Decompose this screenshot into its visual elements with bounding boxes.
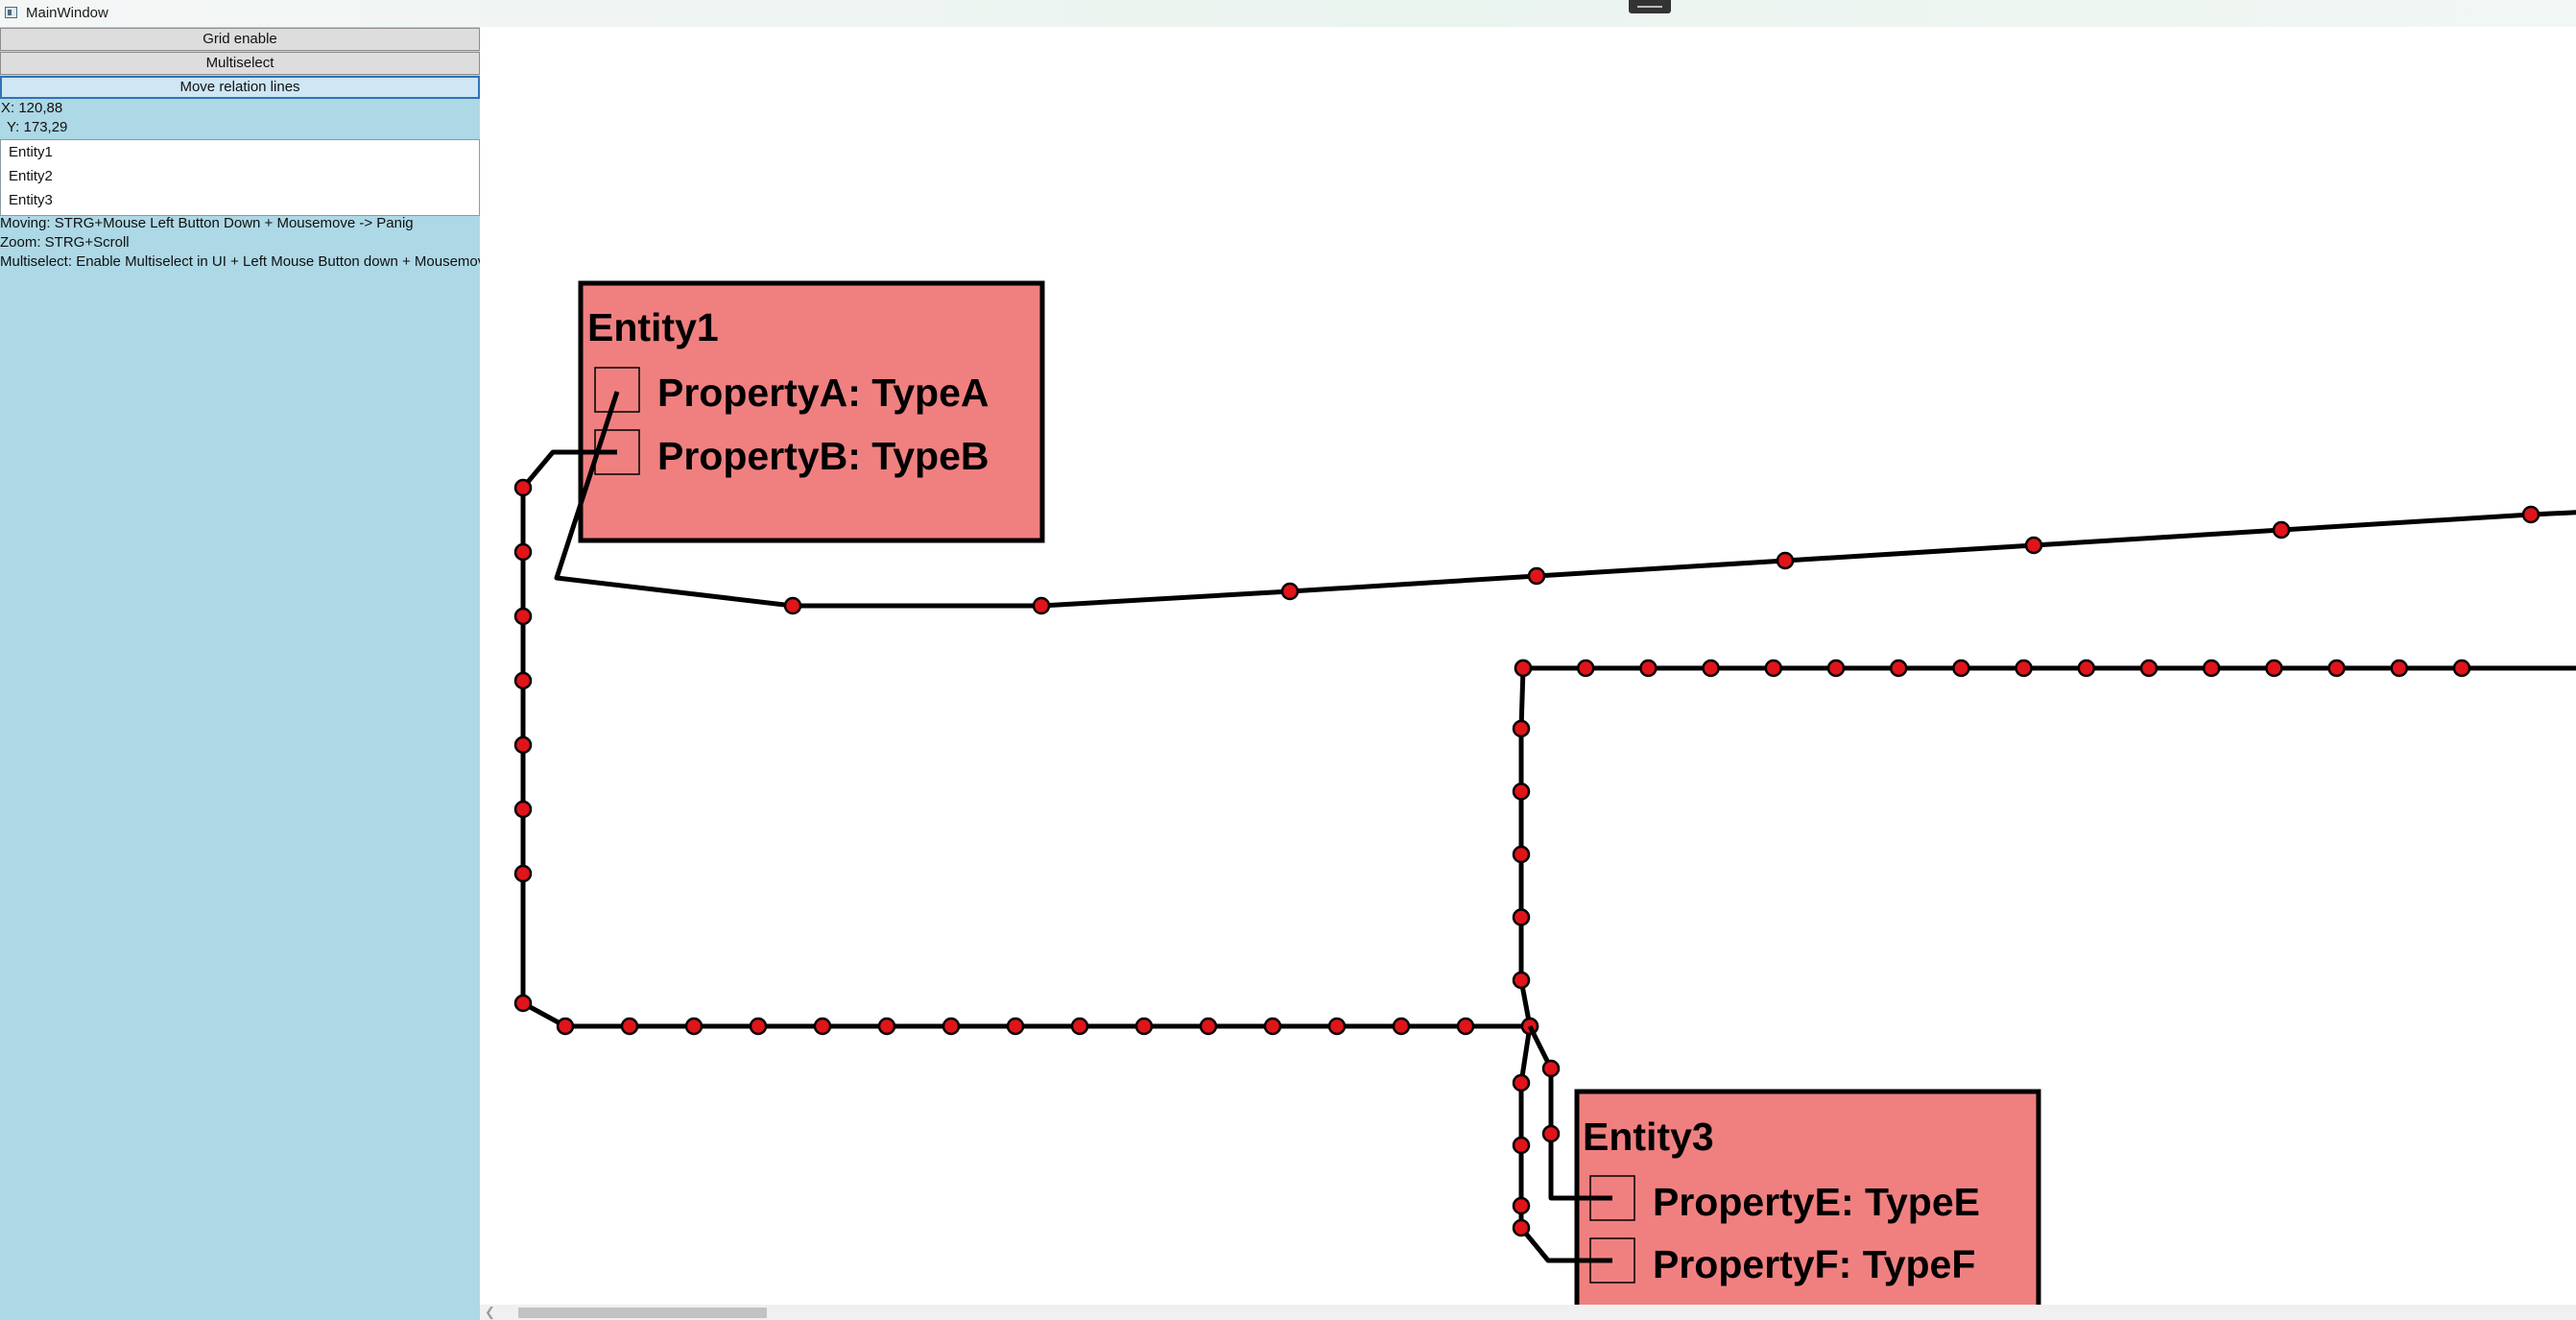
property-label: PropertyA: TypeA: [657, 371, 990, 415]
relation-handle[interactable]: [1032, 596, 1051, 615]
relation-handle[interactable]: [2265, 659, 2283, 678]
relation-handle[interactable]: [1392, 1017, 1411, 1036]
move-relation-lines-button[interactable]: Move relation lines: [0, 76, 480, 99]
relation-handle[interactable]: [1006, 1017, 1025, 1036]
relation-handle[interactable]: [1952, 659, 1970, 678]
property-label: PropertyF: TypeF: [1653, 1242, 1975, 1286]
app-icon: [5, 7, 17, 18]
relation-handle[interactable]: [1541, 1124, 1561, 1143]
scroll-thumb[interactable]: [518, 1308, 767, 1318]
help-zoom: Zoom: STRG+Scroll: [0, 234, 130, 251]
relation-handle[interactable]: [749, 1017, 768, 1036]
property-checkbox[interactable]: [594, 367, 640, 413]
relation-handle[interactable]: [1512, 971, 1531, 990]
relation-handle[interactable]: [1514, 659, 1533, 678]
relation-handle[interactable]: [942, 1017, 961, 1036]
relation-handle[interactable]: [1576, 659, 1595, 678]
relation-handle[interactable]: [1280, 582, 1300, 601]
relation-handle[interactable]: [1456, 1017, 1475, 1036]
property-label: PropertyB: TypeB: [657, 434, 990, 478]
multiselect-button[interactable]: Multiselect: [0, 52, 480, 75]
relation-handle[interactable]: [1070, 1017, 1089, 1036]
relation-handle[interactable]: [2077, 659, 2096, 678]
relation-handle[interactable]: [513, 800, 533, 819]
x-coordinate: X: 120,88: [1, 100, 63, 116]
relation-handle[interactable]: [1512, 908, 1531, 926]
relation-handle[interactable]: [2452, 659, 2471, 678]
help-moving: Moving: STRG+Mouse Left Button Down + Mo…: [0, 215, 414, 231]
relation-handle[interactable]: [2015, 659, 2033, 678]
relation-handle[interactable]: [2521, 505, 2540, 524]
relation-handle[interactable]: [2272, 520, 2291, 540]
entity-title: Entity1: [587, 305, 719, 349]
diagram-canvas[interactable]: Entity1 PropertyA: TypeA PropertyB: Type…: [480, 27, 2576, 1305]
relation-handle[interactable]: [1512, 782, 1531, 801]
relation-handle[interactable]: [513, 671, 533, 690]
entity-box-entity3[interactable]: [1574, 1089, 2041, 1305]
relation-handle[interactable]: [1889, 659, 1908, 678]
relation-handle[interactable]: [1263, 1017, 1282, 1036]
relation-handle[interactable]: [684, 1017, 704, 1036]
list-item[interactable]: Entity2: [9, 168, 53, 184]
relation-handle[interactable]: [1512, 719, 1531, 738]
entity-list[interactable]: Entity1 Entity2 Entity3: [0, 139, 480, 216]
grid-enable-button[interactable]: Grid enable: [0, 28, 480, 51]
property-label: PropertyE: TypeE: [1653, 1180, 1980, 1224]
list-item[interactable]: Entity3: [9, 192, 53, 208]
relation-handle[interactable]: [2390, 659, 2409, 678]
window-title: MainWindow: [26, 5, 108, 21]
relation-line[interactable]: [520, 449, 2576, 1029]
relation-handle[interactable]: [1512, 1136, 1531, 1155]
relation-handle[interactable]: [1776, 551, 1795, 570]
chevron-left-icon[interactable]: ❮: [485, 1305, 495, 1319]
relation-handle[interactable]: [1512, 1218, 1531, 1237]
relation-handle[interactable]: [1327, 1017, 1347, 1036]
relation-handle[interactable]: [1764, 659, 1783, 678]
relation-handle[interactable]: [513, 542, 533, 562]
relation-handle[interactable]: [2327, 659, 2346, 678]
relation-handle[interactable]: [1826, 659, 1846, 678]
horizontal-scrollbar[interactable]: ❮: [480, 1305, 2576, 1320]
relation-handle[interactable]: [2202, 659, 2221, 678]
relation-handle[interactable]: [513, 735, 533, 755]
relation-handle[interactable]: [1639, 659, 1658, 678]
relation-handle[interactable]: [1541, 1059, 1561, 1078]
relation-handle[interactable]: [513, 994, 533, 1013]
relation-handle[interactable]: [877, 1017, 896, 1036]
help-multiselect: Multiselect: Enable Multiselect in UI + …: [0, 253, 480, 270]
relation-handle[interactable]: [783, 596, 802, 615]
relation-handle[interactable]: [1512, 1196, 1531, 1215]
relation-handle[interactable]: [1702, 659, 1720, 678]
relation-handle[interactable]: [1199, 1017, 1218, 1036]
relation-handle[interactable]: [2139, 659, 2159, 678]
relation-handle[interactable]: [513, 864, 533, 883]
relation-handle[interactable]: [2024, 536, 2043, 555]
relation-handle[interactable]: [1512, 845, 1531, 864]
drag-handle[interactable]: [1629, 0, 1671, 13]
relation-handle[interactable]: [556, 1017, 575, 1036]
sidebar: Grid enable Multiselect Move relation li…: [0, 27, 480, 1320]
relation-handle[interactable]: [513, 478, 533, 497]
title-bar[interactable]: MainWindow: [0, 0, 2576, 27]
entity-title: Entity3: [1583, 1115, 1714, 1159]
relation-handle[interactable]: [1134, 1017, 1154, 1036]
y-coordinate: Y: 173,29: [7, 119, 68, 135]
relation-handle[interactable]: [1512, 1073, 1531, 1092]
relation-handle[interactable]: [513, 607, 533, 626]
list-item[interactable]: Entity1: [9, 144, 53, 160]
relation-handle[interactable]: [620, 1017, 639, 1036]
relation-handle[interactable]: [813, 1017, 832, 1036]
relation-handle[interactable]: [1527, 566, 1546, 586]
entity-box-entity1[interactable]: [578, 280, 1045, 543]
